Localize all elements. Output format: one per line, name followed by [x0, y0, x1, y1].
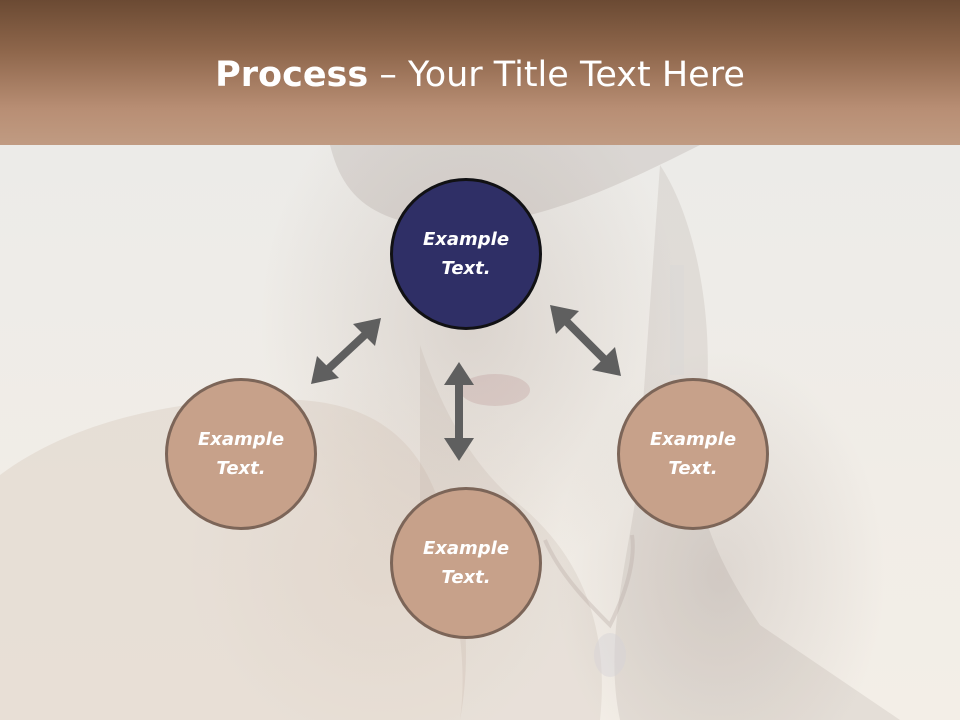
node-center-label-line2: Text.: [441, 258, 491, 279]
arrow-center-bottom: [444, 362, 474, 461]
node-bottom-label-line1: Example: [422, 538, 510, 559]
node-right-label-line2: Text.: [668, 458, 718, 479]
arrow-center-right: [550, 305, 621, 376]
node-center-label-line1: Example: [422, 229, 510, 250]
arrow-center-left: [311, 318, 381, 384]
title-regular-part: – Your Title Text Here: [368, 55, 745, 95]
title-bar: [0, 0, 960, 145]
diagram-node-left[interactable]: Example Text.: [165, 378, 317, 530]
node-left-label-line1: Example: [197, 429, 285, 450]
node-left-label: Example Text.: [186, 425, 296, 483]
diagram-node-center[interactable]: Example Text.: [390, 178, 542, 330]
diagram-node-bottom[interactable]: Example Text.: [390, 487, 542, 639]
faded-portrait-image: [0, 145, 900, 720]
diagram-node-right[interactable]: Example Text.: [617, 378, 769, 530]
node-right-label: Example Text.: [638, 425, 748, 483]
node-bottom-label: Example Text.: [411, 534, 521, 592]
node-bottom-label-line2: Text.: [441, 567, 491, 588]
node-center-label: Example Text.: [411, 225, 521, 283]
node-left-label-line2: Text.: [216, 458, 266, 479]
node-right-label-line1: Example: [649, 429, 737, 450]
slide-title: Process – Your Title Text Here: [0, 52, 960, 98]
title-bold-part: Process: [215, 55, 369, 95]
